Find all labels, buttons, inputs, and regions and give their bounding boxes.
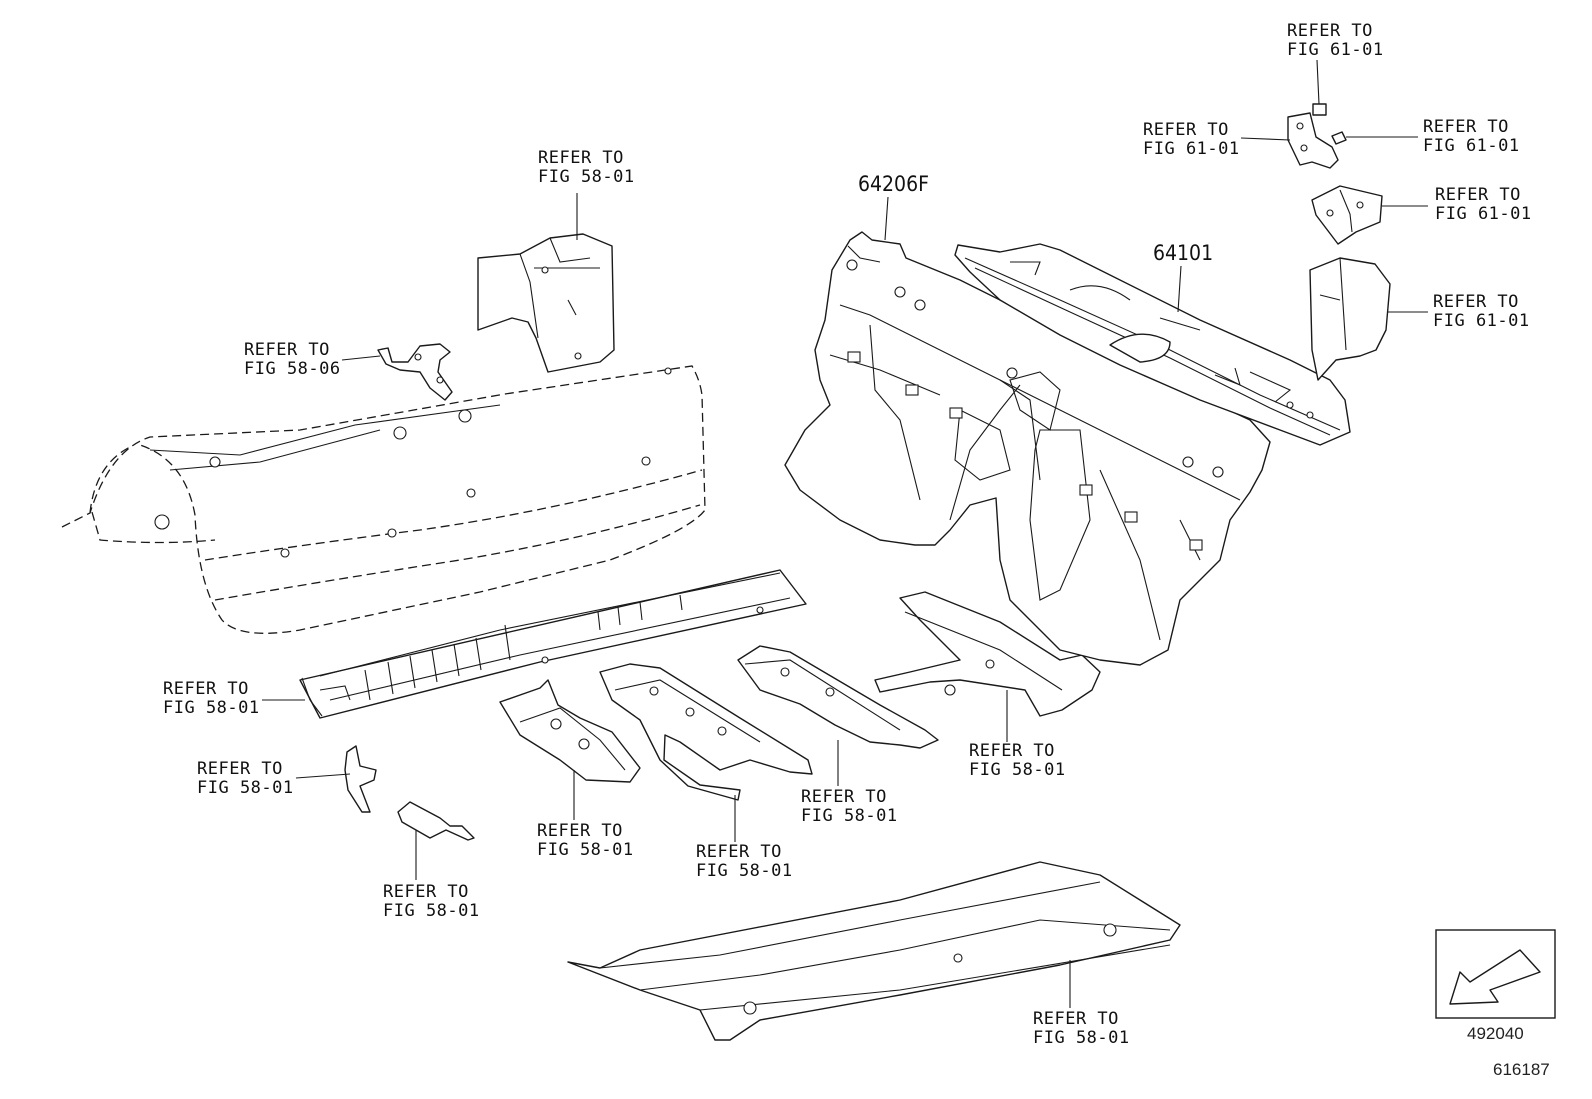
ref-label-58-member1: REFER TO FIG 58-01: [537, 822, 634, 860]
ref-label-58-top: REFER TO FIG 58-01: [538, 149, 635, 187]
ref-line2: FIG 61-01: [1435, 204, 1532, 224]
ref-label-61-top: REFER TO FIG 61-01: [1287, 22, 1384, 60]
ref-label-58-small: REFER TO FIG 58-01: [197, 760, 294, 798]
ref-label-58-floor: REFER TO FIG 58-01: [1033, 1010, 1130, 1048]
front-floor-tunnel: [61, 365, 706, 634]
ref-line1: REFER TO: [696, 842, 782, 862]
ref-line1: REFER TO: [244, 340, 330, 360]
figure-code: 616187: [1493, 1060, 1550, 1079]
arrow-icon: [1449, 949, 1541, 1005]
ref-line1: REFER TO: [1423, 117, 1509, 137]
ref-line2: FIG 58-01: [537, 840, 634, 860]
ref-label-61-right: REFER TO FIG 61-01: [1423, 118, 1520, 156]
direction-arrow-box: [1435, 929, 1556, 1019]
ref-line1: REFER TO: [1433, 292, 1519, 312]
side-sill-left: [299, 569, 807, 719]
dash-bracket-upper: [477, 233, 615, 373]
ref-line2: FIG 58-01: [538, 167, 635, 187]
ref-line2: FIG 58-01: [163, 698, 260, 718]
ref-label-58-bracket: REFER TO FIG 58-01: [383, 883, 480, 921]
ref-line2: FIG 61-01: [1433, 311, 1530, 331]
part-number-64101: 64101: [1153, 241, 1214, 265]
ref-line1: REFER TO: [1143, 120, 1229, 140]
ref-line2: FIG 58-01: [801, 806, 898, 826]
ref-label-58-sill: REFER TO FIG 58-01: [163, 680, 260, 718]
ref-line2: FIG 58-01: [383, 901, 480, 921]
small-reinforcement: [344, 745, 377, 813]
ref-line1: REFER TO: [1287, 21, 1373, 41]
rear-cross-member-64101: [954, 243, 1351, 446]
floor-member-2: [599, 663, 813, 801]
ref-line2: FIG 61-01: [1287, 40, 1384, 60]
bracket-61-01-gusset: [1309, 257, 1391, 381]
ref-line1: REFER TO: [383, 882, 469, 902]
ref-label-61-low: REFER TO FIG 61-01: [1433, 293, 1530, 331]
illustration-code: 492040: [1467, 1024, 1524, 1043]
ref-line1: REFER TO: [537, 821, 623, 841]
ref-label-61-left: REFER TO FIG 61-01: [1143, 121, 1240, 159]
bracket-plate: [397, 801, 475, 841]
ref-label-61-mid: REFER TO FIG 61-01: [1435, 186, 1532, 224]
ref-line1: REFER TO: [969, 741, 1055, 761]
bracket-61-01-bolt: [1287, 103, 1347, 169]
leader-lines: [262, 59, 1428, 1008]
floor-member-right: [874, 591, 1101, 717]
ref-line2: FIG 58-06: [244, 359, 341, 379]
ref-line1: REFER TO: [197, 759, 283, 779]
floor-member-3: [737, 645, 939, 749]
bracket-61-01-plate: [1311, 185, 1383, 245]
ref-line1: REFER TO: [163, 679, 249, 699]
floor-member-1: [499, 679, 641, 783]
ref-label-58-member2: REFER TO FIG 58-01: [696, 843, 793, 881]
part-number-64206F: 64206F: [858, 172, 929, 196]
ref-line1: REFER TO: [538, 148, 624, 168]
ref-label-58-06: REFER TO FIG 58-06: [244, 341, 341, 379]
ref-label-58-right: REFER TO FIG 58-01: [969, 742, 1066, 780]
ref-line2: FIG 58-01: [696, 861, 793, 881]
ref-line2: FIG 61-01: [1423, 136, 1520, 156]
ref-line2: FIG 61-01: [1143, 139, 1240, 159]
ref-line2: FIG 58-01: [969, 760, 1066, 780]
ref-line2: FIG 58-01: [197, 778, 294, 798]
ref-line1: REFER TO: [801, 787, 887, 807]
ref-line2: FIG 58-01: [1033, 1028, 1130, 1048]
ref-line1: REFER TO: [1033, 1009, 1119, 1029]
small-bracket-58-06: [377, 343, 453, 401]
center-floor-panel: [567, 861, 1181, 1041]
ref-label-58-member3: REFER TO FIG 58-01: [801, 788, 898, 826]
ref-line1: REFER TO: [1435, 185, 1521, 205]
